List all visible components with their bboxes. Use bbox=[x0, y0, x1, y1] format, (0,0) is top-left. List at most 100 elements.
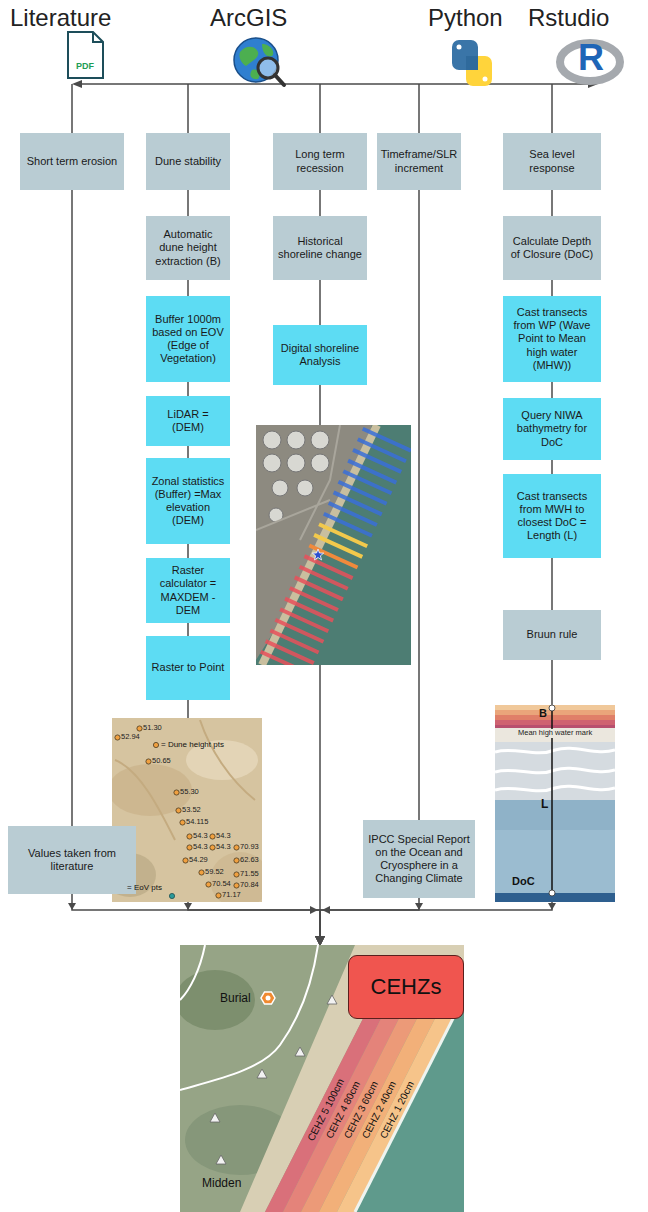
flow-connector bbox=[551, 460, 553, 474]
elevation-value: 54.29 bbox=[189, 856, 208, 865]
elevation-value: 50.65 bbox=[152, 757, 171, 766]
dune-height-map bbox=[234, 858, 239, 863]
shoreline-change-map bbox=[297, 480, 313, 496]
node-text: Zonal statistics (Buffer) =Max elevation… bbox=[151, 475, 225, 528]
bruun-profile bbox=[495, 715, 615, 720]
dune-height-map bbox=[146, 759, 151, 764]
top-distribution-line bbox=[72, 80, 598, 133]
bruun-profile bbox=[495, 800, 615, 830]
process-box: Sea level response bbox=[503, 133, 601, 190]
process-box: Cast transects from MWH to closest DoC =… bbox=[503, 474, 601, 558]
dune-height-map bbox=[137, 726, 142, 731]
coastal-hazard-map bbox=[261, 992, 275, 1004]
flow-connector bbox=[319, 280, 321, 325]
map-legend-text: = Dune height pts bbox=[161, 740, 224, 749]
coastal-hazard-map bbox=[266, 996, 271, 1001]
dune-height-map bbox=[180, 820, 185, 825]
node-text: LiDAR = (DEM) bbox=[151, 408, 225, 434]
python-logo bbox=[457, 45, 462, 50]
node-text: Dune stability bbox=[155, 155, 221, 168]
logo-letter: R bbox=[578, 40, 604, 76]
top-distribution-line bbox=[71, 84, 73, 133]
coastal-hazard-map bbox=[180, 945, 464, 1212]
process-box: Buffer 1000m based on EOV (Edge of Veget… bbox=[146, 296, 230, 382]
arcgis-globe-icon bbox=[239, 47, 258, 66]
dune-height-map bbox=[234, 883, 239, 888]
map-legend-text: = EoV pts bbox=[127, 883, 162, 892]
dune-height-map bbox=[187, 834, 192, 839]
elevation-value: 54.3 bbox=[193, 832, 208, 841]
shoreline-change-map bbox=[263, 454, 281, 472]
flow-connector bbox=[551, 558, 553, 610]
elevation-value: 70.84 bbox=[240, 881, 259, 890]
process-box: Raster calculator = MAXDEM - DEM bbox=[146, 558, 230, 623]
profile-label: B bbox=[539, 707, 547, 720]
top-distribution-line bbox=[551, 84, 553, 133]
shoreline-change-map bbox=[311, 431, 329, 449]
process-box: Long term recession bbox=[273, 133, 367, 190]
shoreline-change-map bbox=[312, 549, 323, 560]
elevation-value: 51.30 bbox=[143, 724, 162, 733]
process-box: Timeframe/SLR increment bbox=[377, 133, 461, 190]
shoreline-change-map bbox=[256, 425, 340, 540]
node-text: Bruun rule bbox=[527, 628, 578, 641]
node-text: Buffer 1000m based on EOV (Edge of Veget… bbox=[151, 313, 225, 366]
node-text: CEHZs bbox=[371, 974, 442, 1000]
merge-arrowheads bbox=[184, 903, 192, 910]
shoreline-change-map bbox=[324, 429, 411, 536]
elevation-value: 55.30 bbox=[180, 788, 199, 797]
merge-arrowheads bbox=[68, 903, 556, 914]
dune-height-map bbox=[199, 870, 204, 875]
map-panel: BurialMiddenCEHZ 5 100cmCEHZ 4 80cmCEHZ … bbox=[180, 945, 464, 1212]
node-text: Query NIWA bathymetry for DoC bbox=[508, 409, 596, 449]
process-box: Automatic dune height extraction (B) bbox=[146, 216, 230, 280]
dune-height-map bbox=[216, 893, 221, 898]
process-box: Short term erosion bbox=[20, 133, 124, 190]
coastal-hazard-map bbox=[319, 985, 452, 1212]
elevation-value: 54.3 bbox=[193, 843, 208, 852]
flow-connector bbox=[418, 190, 420, 820]
pdf-icon bbox=[68, 32, 103, 78]
node-text: Raster to Point bbox=[152, 661, 225, 674]
icon-text: PDF bbox=[76, 61, 94, 71]
process-box: LiDAR = (DEM) bbox=[146, 396, 230, 446]
flow-connector bbox=[551, 382, 553, 398]
merge-arrowheads bbox=[548, 903, 556, 910]
process-box: IPCC Special Report on the Ocean and Cry… bbox=[363, 820, 475, 898]
python-logo bbox=[466, 56, 478, 70]
profile-label: Mean high water mark bbox=[516, 729, 594, 738]
elevation-value: 70.93 bbox=[240, 843, 259, 852]
dune-height-map bbox=[183, 858, 188, 863]
node-text: Automatic dune height extraction (B) bbox=[151, 228, 225, 268]
tool-heading: Python bbox=[428, 4, 503, 32]
flow-connector bbox=[187, 382, 189, 396]
profile-label: L bbox=[541, 798, 548, 812]
bruun-profile bbox=[495, 742, 615, 800]
node-text: Historical shoreline change bbox=[278, 235, 362, 261]
shoreline-change-map bbox=[272, 480, 288, 496]
dune-height-map bbox=[234, 872, 239, 877]
dune-height-map bbox=[169, 893, 174, 898]
process-box: Raster to Point bbox=[146, 636, 230, 700]
python-logo bbox=[452, 40, 492, 86]
flow-connector bbox=[187, 190, 189, 216]
process-box: Bruun rule bbox=[503, 610, 601, 660]
node-text: Short term erosion bbox=[27, 155, 117, 168]
coastal-hazard-map bbox=[240, 945, 464, 1212]
shoreline-change-map bbox=[311, 454, 329, 472]
coastal-hazard-map bbox=[327, 995, 337, 1004]
node-text: IPCC Special Report on the Ocean and Cry… bbox=[368, 833, 470, 886]
node-text: Values taken from literature bbox=[13, 847, 131, 873]
bruun-profile bbox=[495, 710, 615, 715]
result-badge: CEHZs bbox=[348, 955, 464, 1019]
dune-height-map bbox=[234, 845, 239, 850]
python-logo bbox=[466, 56, 492, 86]
arcgis-globe-icon bbox=[262, 44, 273, 56]
coastal-hazard-map bbox=[257, 1069, 267, 1078]
dune-height-map bbox=[174, 790, 179, 795]
shoreline-change-map bbox=[287, 454, 305, 472]
elevation-value: 52.94 bbox=[121, 733, 140, 742]
elevation-value: 54.115 bbox=[186, 818, 208, 827]
elevation-value: 53.52 bbox=[182, 806, 201, 815]
